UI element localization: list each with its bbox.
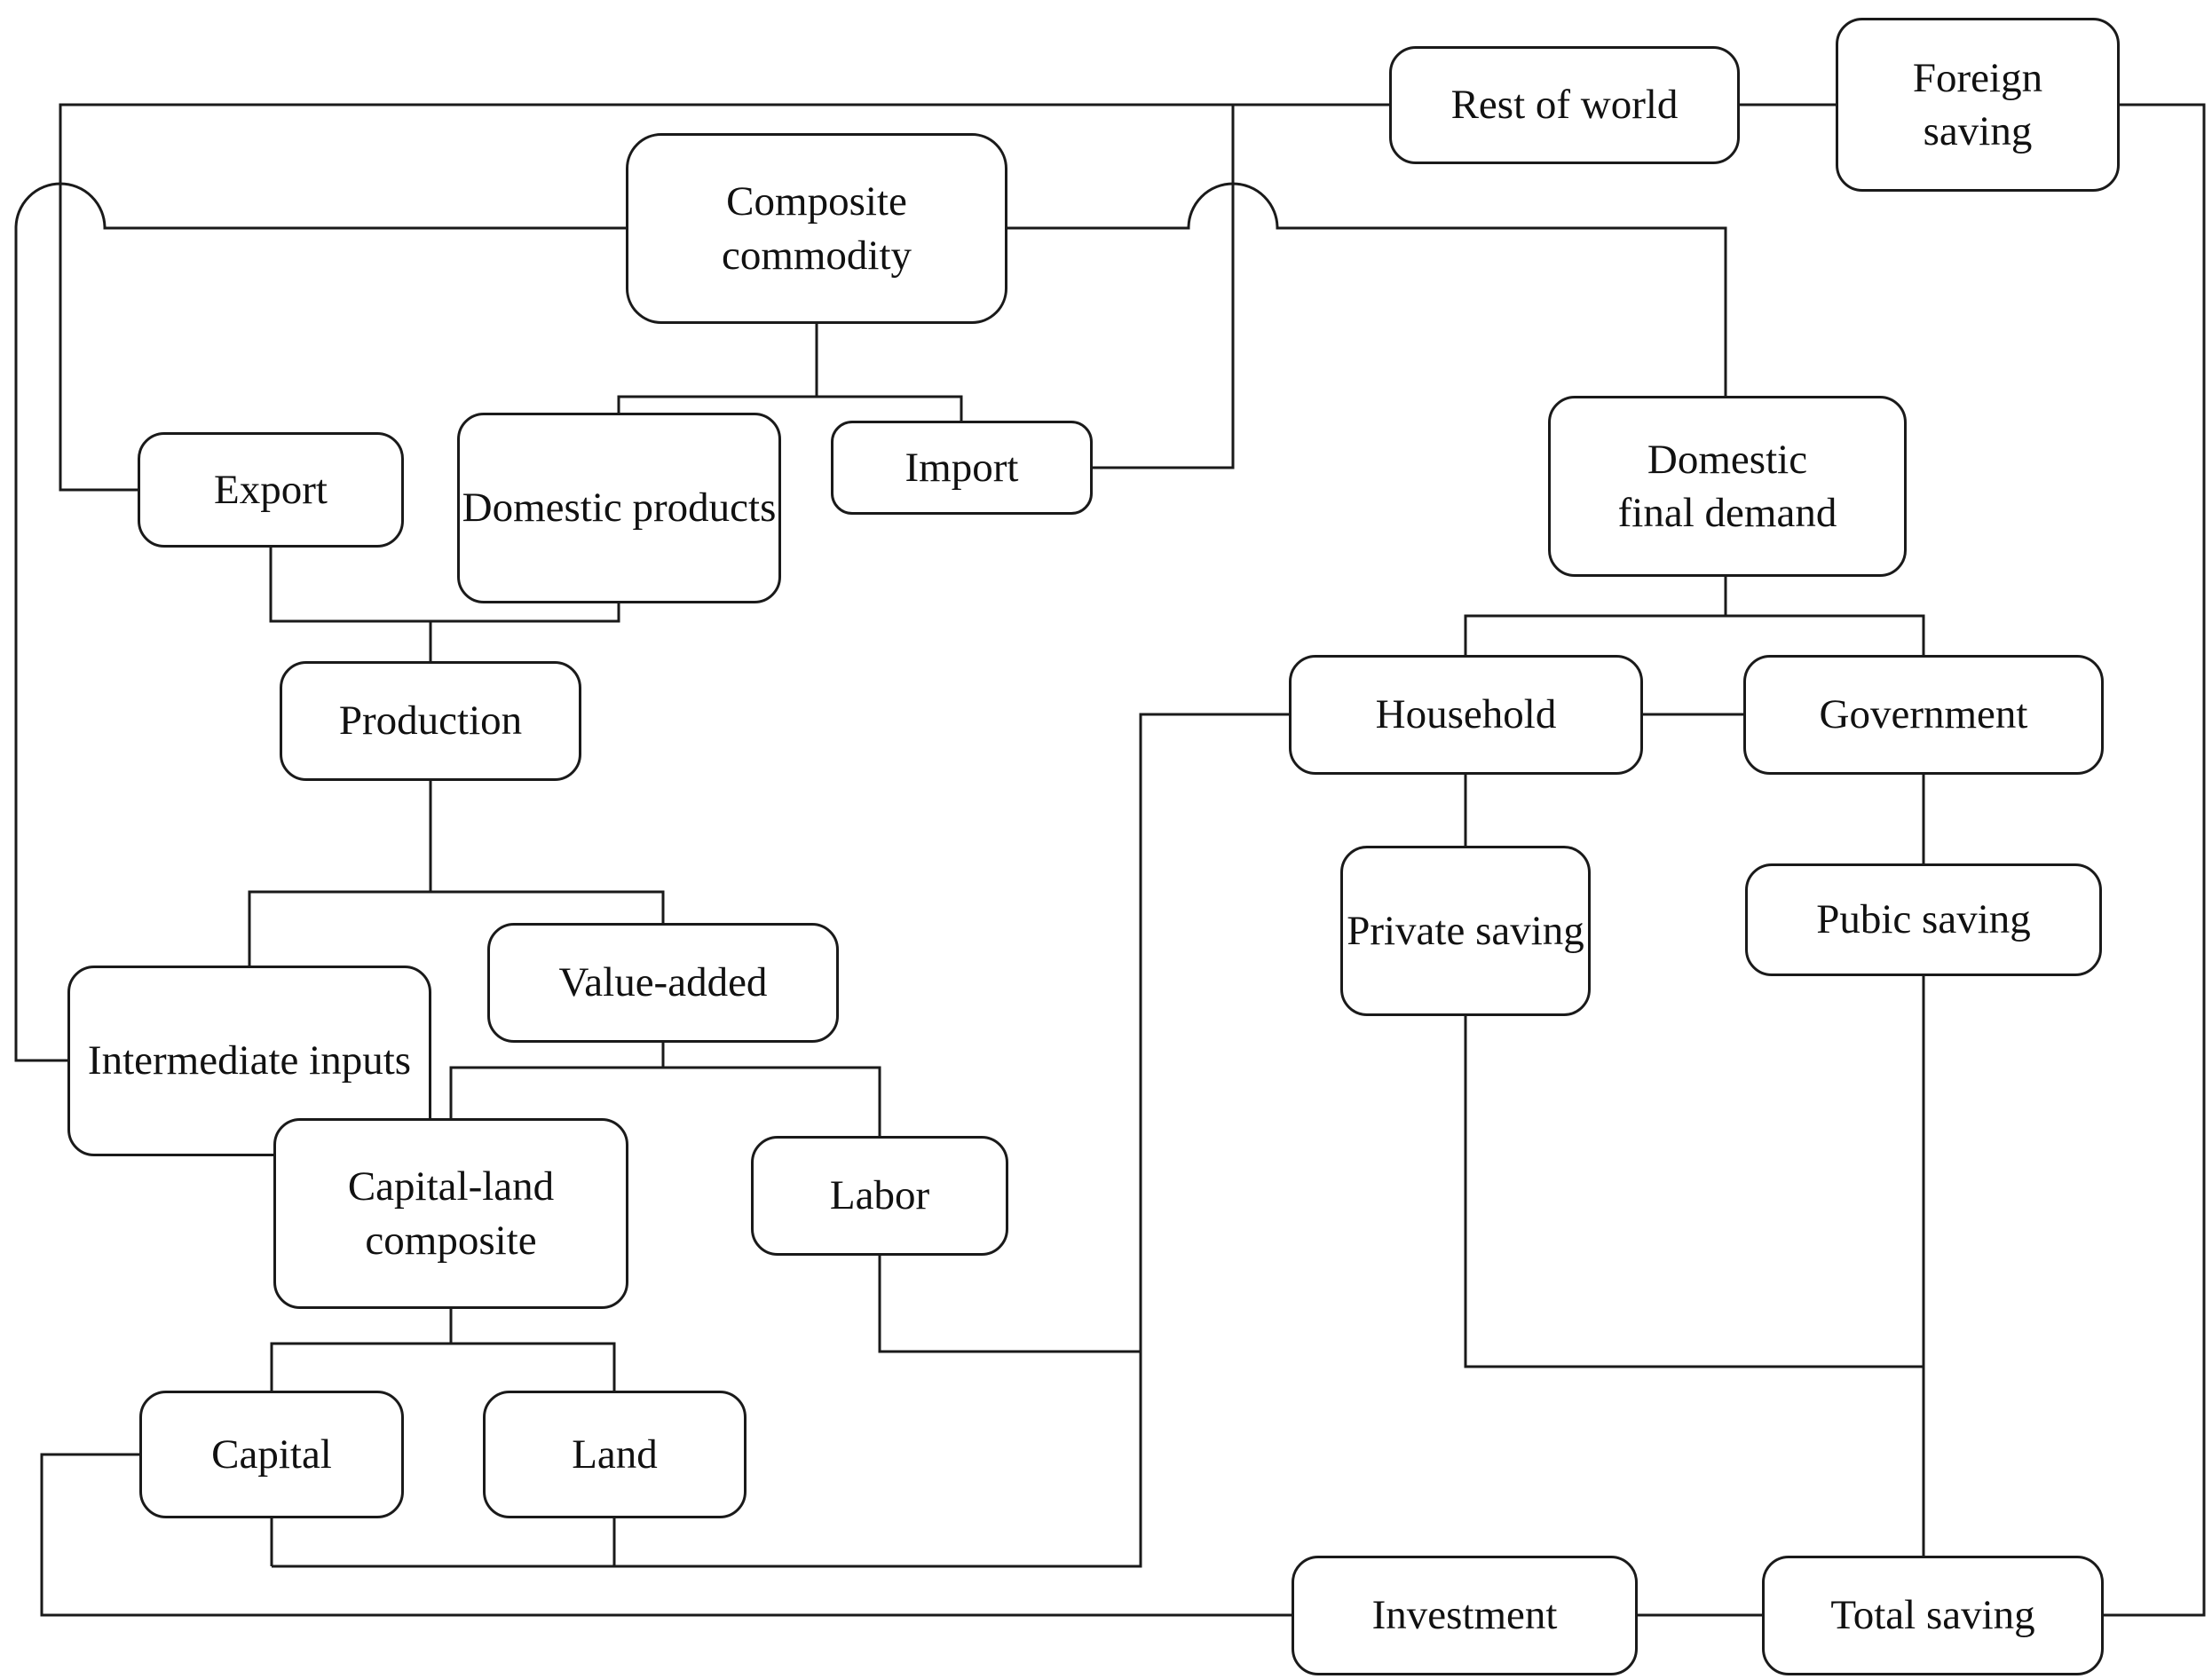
node-government-label: Government [1819, 691, 2028, 738]
node-household: Household [1289, 655, 1643, 775]
node-composite-commodity: Composite commodity [626, 133, 1007, 324]
node-intermediate-inputs: Intermediate inputs [67, 966, 431, 1156]
node-production-label: Production [338, 698, 523, 745]
node-domestic-products: Domestic products [457, 413, 781, 603]
connector-composite-domesticfinaldemand [1007, 182, 1727, 396]
connector-privatesaving-totalsaving [1464, 1016, 1924, 1368]
node-private-saving-label: Private saving [1347, 907, 1584, 954]
connector-composite-intermediateinputs [14, 182, 626, 1062]
node-import: Import [831, 421, 1093, 515]
node-government: Government [1743, 655, 2104, 775]
node-total-saving-label: Total saving [1830, 1592, 2035, 1639]
node-domestic-products-label: Domestic products [462, 485, 777, 532]
node-production: Production [280, 661, 581, 781]
node-capital: Capital [139, 1391, 404, 1518]
node-capital-label: Capital [211, 1431, 332, 1478]
connector-restofworld-export [59, 103, 1389, 492]
connector-production-intermediate-valueadded [248, 781, 665, 966]
node-labor-label: Labor [829, 1172, 930, 1219]
connector-valueadded-capitalland-labor [449, 1043, 881, 1136]
node-pubic-saving: Pubic saving [1745, 863, 2102, 976]
connector-export-domesticproducts-production [269, 548, 620, 661]
node-capital-land-composite: Capital-land composite [273, 1118, 628, 1309]
node-export: Export [138, 432, 404, 548]
node-foreign-saving-label: Foreign saving [1912, 54, 2043, 154]
node-domestic-final-demand-label: Domestic final demand [1617, 436, 1837, 536]
connector-factors-household [270, 713, 1289, 1568]
node-investment-label: Investment [1371, 1592, 1558, 1639]
connector-composite-domesticproducts-import [617, 324, 963, 421]
node-land-label: Land [572, 1431, 658, 1478]
node-intermediate-inputs-label: Intermediate inputs [87, 1037, 412, 1084]
connector-capitalland-capital-land [270, 1309, 616, 1391]
node-export-label: Export [214, 466, 328, 513]
connector-capital-investment [40, 1453, 1292, 1617]
node-import-label: Import [905, 444, 1019, 491]
node-household-label: Household [1375, 691, 1557, 738]
node-rest-of-world: Rest of world [1389, 46, 1740, 164]
node-value-added-label: Value-added [558, 959, 768, 1006]
node-rest-of-world-label: Rest of world [1450, 82, 1679, 129]
node-composite-commodity-label: Composite commodity [721, 178, 912, 279]
node-value-added: Value-added [487, 923, 839, 1043]
connector-dfd-household-government [1464, 577, 1925, 655]
node-investment: Investment [1292, 1556, 1638, 1675]
node-capital-land-composite-label: Capital-land composite [347, 1163, 555, 1264]
node-total-saving: Total saving [1762, 1556, 2104, 1675]
node-labor: Labor [751, 1136, 1008, 1256]
node-land: Land [483, 1391, 747, 1518]
connector-labor-household-join [878, 1256, 1141, 1353]
node-private-saving: Private saving [1340, 846, 1591, 1016]
connector-restofworld-import [1093, 105, 1235, 469]
node-foreign-saving: Foreign saving [1836, 18, 2120, 192]
node-domestic-final-demand: Domestic final demand [1548, 396, 1907, 577]
node-pubic-saving-label: Pubic saving [1816, 896, 2031, 943]
connector-foreignsaving-totalsaving [2104, 103, 2206, 1617]
